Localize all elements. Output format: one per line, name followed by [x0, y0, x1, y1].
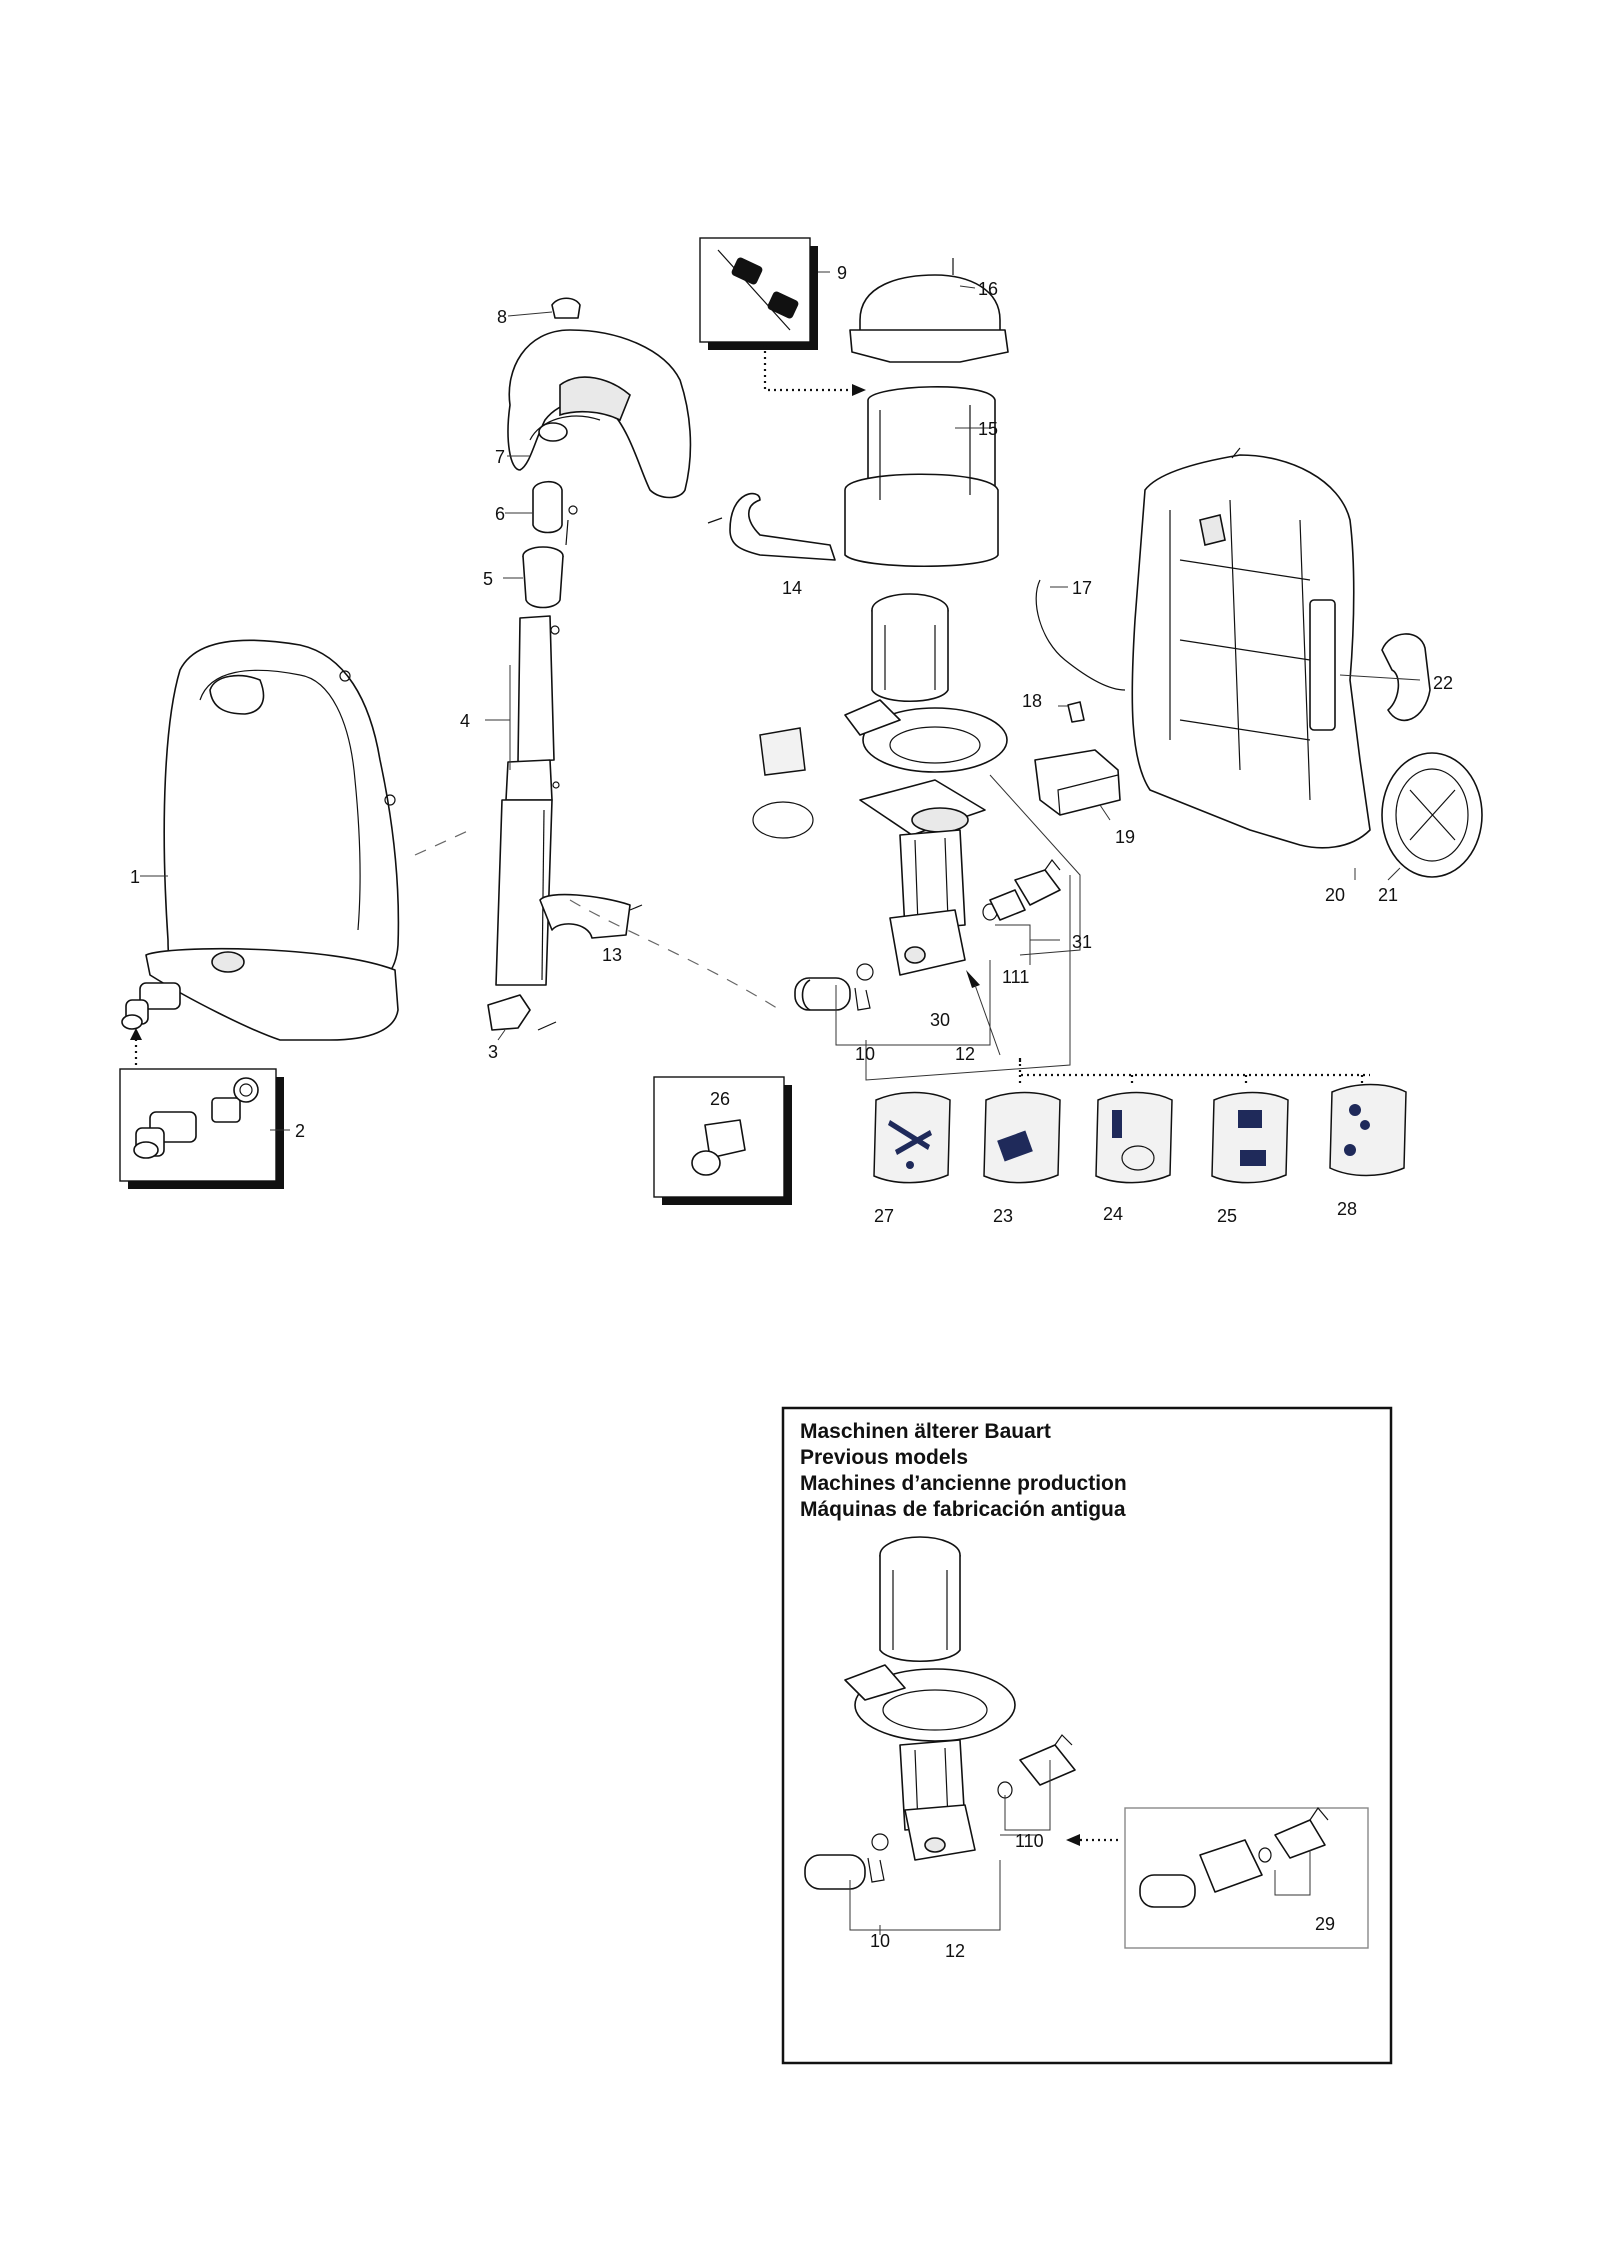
part-15-motor-housing — [844, 386, 999, 567]
callout-9: 9 — [837, 263, 847, 283]
inset-title-es: Máquinas de fabricación antigua — [800, 1498, 1126, 1521]
callout-15: 15 — [978, 419, 998, 439]
part-4-lance-tube — [495, 615, 560, 986]
callout-10: 10 — [855, 1044, 875, 1064]
callout-4: 4 — [460, 711, 470, 731]
previous-models-inset: Maschinen älterer Bauart Previous models… — [781, 1406, 1393, 2065]
callout-21: 21 — [1378, 885, 1398, 905]
part-21-wheel — [1381, 752, 1483, 878]
inset-title-de: Maschinen älterer Bauart — [800, 1420, 1051, 1443]
accessory-bag-25 — [1211, 1091, 1289, 1184]
callout-20: 20 — [1325, 885, 1345, 905]
part-18-clip — [1067, 701, 1085, 723]
kit-box-26 — [653, 1076, 792, 1205]
inset-title-en: Previous models — [800, 1446, 968, 1469]
inset-title-fr: Machines d’ancienne production — [800, 1472, 1127, 1495]
callout-27: 27 — [874, 1206, 894, 1226]
inset-callout-12: 12 — [945, 1941, 965, 1961]
accessory-bag-24 — [1095, 1091, 1173, 1184]
callout-23: 23 — [993, 1206, 1013, 1226]
part-22-clip — [1381, 633, 1431, 722]
inset-callout-29: 29 — [1315, 1914, 1335, 1934]
callout-1: 1 — [130, 867, 140, 887]
small-parts-bag — [752, 727, 814, 839]
front-cover-part — [145, 639, 400, 1041]
part-7-handle — [507, 329, 692, 499]
part-5-sleeve — [522, 546, 564, 609]
callout-2: 2 — [295, 1121, 305, 1141]
callout-26: 26 — [710, 1089, 730, 1109]
callout-22: 22 — [1433, 673, 1453, 693]
motor-assembly — [844, 593, 1008, 773]
callout-7: 7 — [495, 447, 505, 467]
accessory-bag-27 — [873, 1091, 951, 1184]
part-14-clip — [707, 492, 836, 561]
callout-24: 24 — [1103, 1204, 1123, 1224]
callout-14: 14 — [782, 578, 802, 598]
pump-assembly — [859, 779, 986, 976]
callout-25: 25 — [1217, 1206, 1237, 1226]
part-19-box — [1034, 749, 1121, 816]
kit-box-9 — [699, 237, 818, 350]
callout-12: 12 — [955, 1044, 975, 1064]
part-3-bracket — [487, 994, 557, 1031]
part-111-outlet — [982, 858, 1061, 921]
part-20-frame — [1131, 447, 1371, 849]
callout-3: 3 — [488, 1042, 498, 1062]
callout-5: 5 — [483, 569, 493, 589]
part-13-holder — [539, 893, 643, 939]
inset-callout-10: 10 — [870, 1931, 890, 1951]
callout-13: 13 — [602, 945, 622, 965]
part-10-piston — [794, 963, 874, 1011]
accessory-bag-23 — [983, 1091, 1061, 1184]
part-16-motor-cap — [849, 258, 1009, 363]
callout-17: 17 — [1072, 578, 1092, 598]
callout-31: 31 — [1072, 932, 1092, 952]
callout-6: 6 — [495, 504, 505, 524]
kit-box-2 — [119, 1068, 284, 1189]
inset-callout-110: 110 — [1015, 1831, 1044, 1851]
callout-8: 8 — [497, 307, 507, 327]
part-17-cable — [1035, 579, 1126, 691]
callout-16: 16 — [978, 279, 998, 299]
hose-coupling-small — [121, 982, 181, 1030]
part-8-cap — [551, 297, 581, 319]
callout-111: 111 — [1002, 967, 1029, 987]
callout-19: 19 — [1115, 827, 1135, 847]
callout-28: 28 — [1337, 1199, 1357, 1219]
callout-18: 18 — [1022, 691, 1042, 711]
accessory-bag-28 — [1329, 1083, 1407, 1177]
part-6-connector — [532, 480, 578, 546]
callout-30: 30 — [930, 1010, 950, 1030]
